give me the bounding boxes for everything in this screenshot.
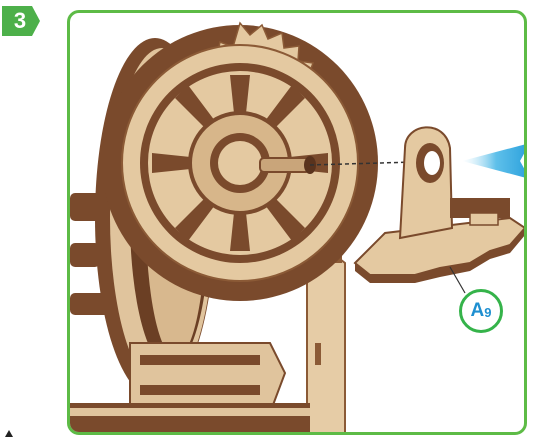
axle	[260, 156, 316, 174]
corner-mark	[4, 428, 14, 438]
insertion-arrow	[462, 143, 527, 179]
step-badge: 3	[2, 6, 42, 36]
large-gear	[102, 23, 378, 301]
part-label-letter: A	[471, 300, 485, 321]
part-label-a9: A9	[459, 289, 503, 333]
assembly-illustration	[70, 13, 527, 435]
part-bracket	[355, 127, 525, 283]
illustration-panel	[67, 10, 527, 435]
lower-gear-parts	[70, 343, 310, 435]
step-number: 3	[8, 8, 32, 34]
part-label-index: 9	[484, 305, 491, 320]
